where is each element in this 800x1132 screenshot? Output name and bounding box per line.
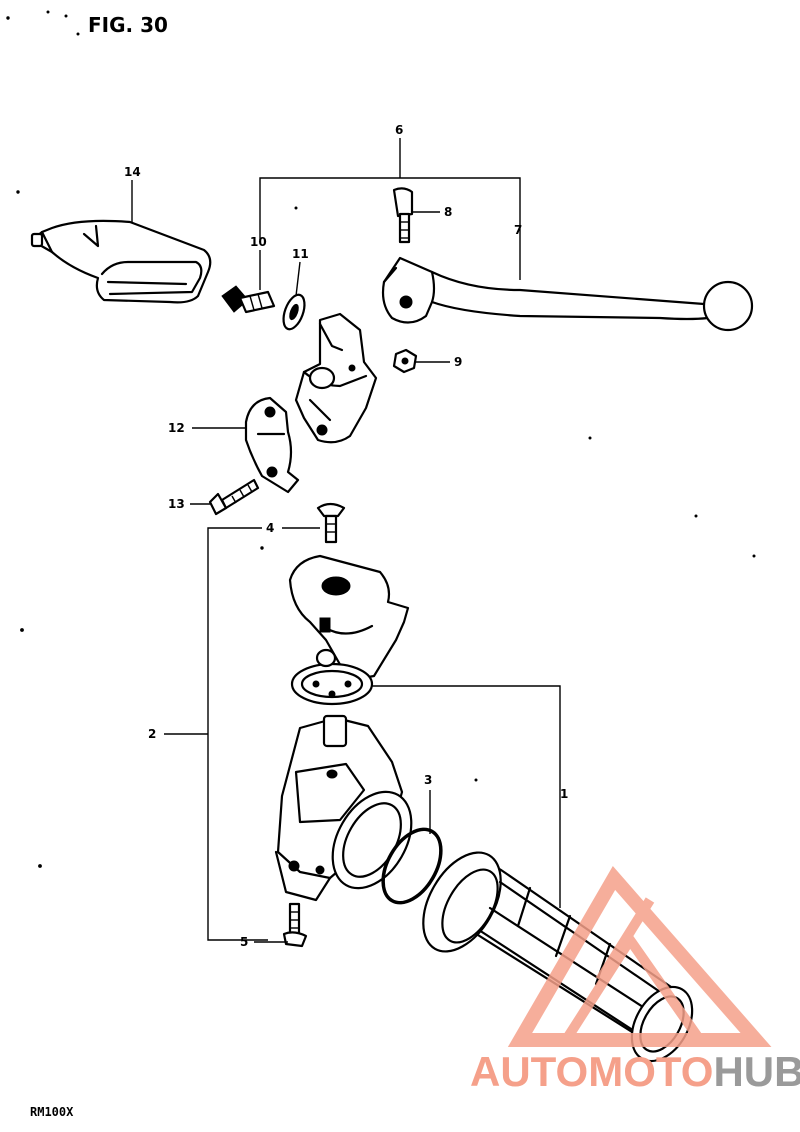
- svg-text:AUTOMOTOHUB: AUTOMOTOHUB: [470, 1048, 800, 1095]
- part-12-clamp: [244, 396, 300, 494]
- callout-9: 9: [454, 355, 462, 369]
- callout-12: 12: [168, 421, 185, 435]
- callout-6: 6: [395, 123, 403, 137]
- scan-specks: [6, 10, 756, 868]
- part-13-clamp-screw: [208, 478, 260, 516]
- callout-1: 1: [560, 787, 568, 801]
- figure-title: FIG. 30: [88, 13, 168, 37]
- part-lever-holder: [294, 312, 378, 444]
- callout-labels: 1 2 3 4 5 6 7 8 9 10 11 12 13 14: [124, 123, 568, 949]
- callout-8: 8: [444, 205, 452, 219]
- callout-14: 14: [124, 165, 141, 179]
- callout-11: 11: [292, 247, 309, 261]
- callout-3: 3: [424, 773, 432, 787]
- part-10-pivot-bolt: [221, 285, 276, 314]
- watermark-text-primary: AUTOMOTO: [470, 1048, 713, 1095]
- leader-lines: [131, 138, 561, 943]
- part-lower-housing: [274, 714, 413, 902]
- part-11-washer: [282, 293, 306, 331]
- callout-7: 7: [514, 223, 522, 237]
- part-7-clutch-lever: [381, 256, 754, 332]
- part-5-housing-screw: [282, 902, 308, 948]
- part-4-housing-screw: [316, 502, 346, 544]
- part-switch-plate: [290, 648, 374, 706]
- callout-5: 5: [240, 935, 248, 949]
- watermark-text-secondary: HUB: [713, 1048, 800, 1095]
- callout-4: 4: [266, 521, 274, 535]
- watermark-logo: [507, 866, 772, 1047]
- part-9-nut: [392, 348, 418, 374]
- part-upper-housing: [288, 554, 410, 679]
- model-code: RM100X: [30, 1105, 74, 1119]
- callout-2: 2: [148, 727, 156, 741]
- watermark-triangle-inner-icon: [556, 931, 710, 1045]
- part-14-lever-cover: [30, 219, 212, 304]
- part-3-o-ring: [381, 827, 443, 905]
- callout-10: 10: [250, 235, 267, 249]
- part-8-screw: [392, 187, 414, 244]
- watermark-triangle-stroke-icon: [595, 897, 655, 983]
- callout-13: 13: [168, 497, 185, 511]
